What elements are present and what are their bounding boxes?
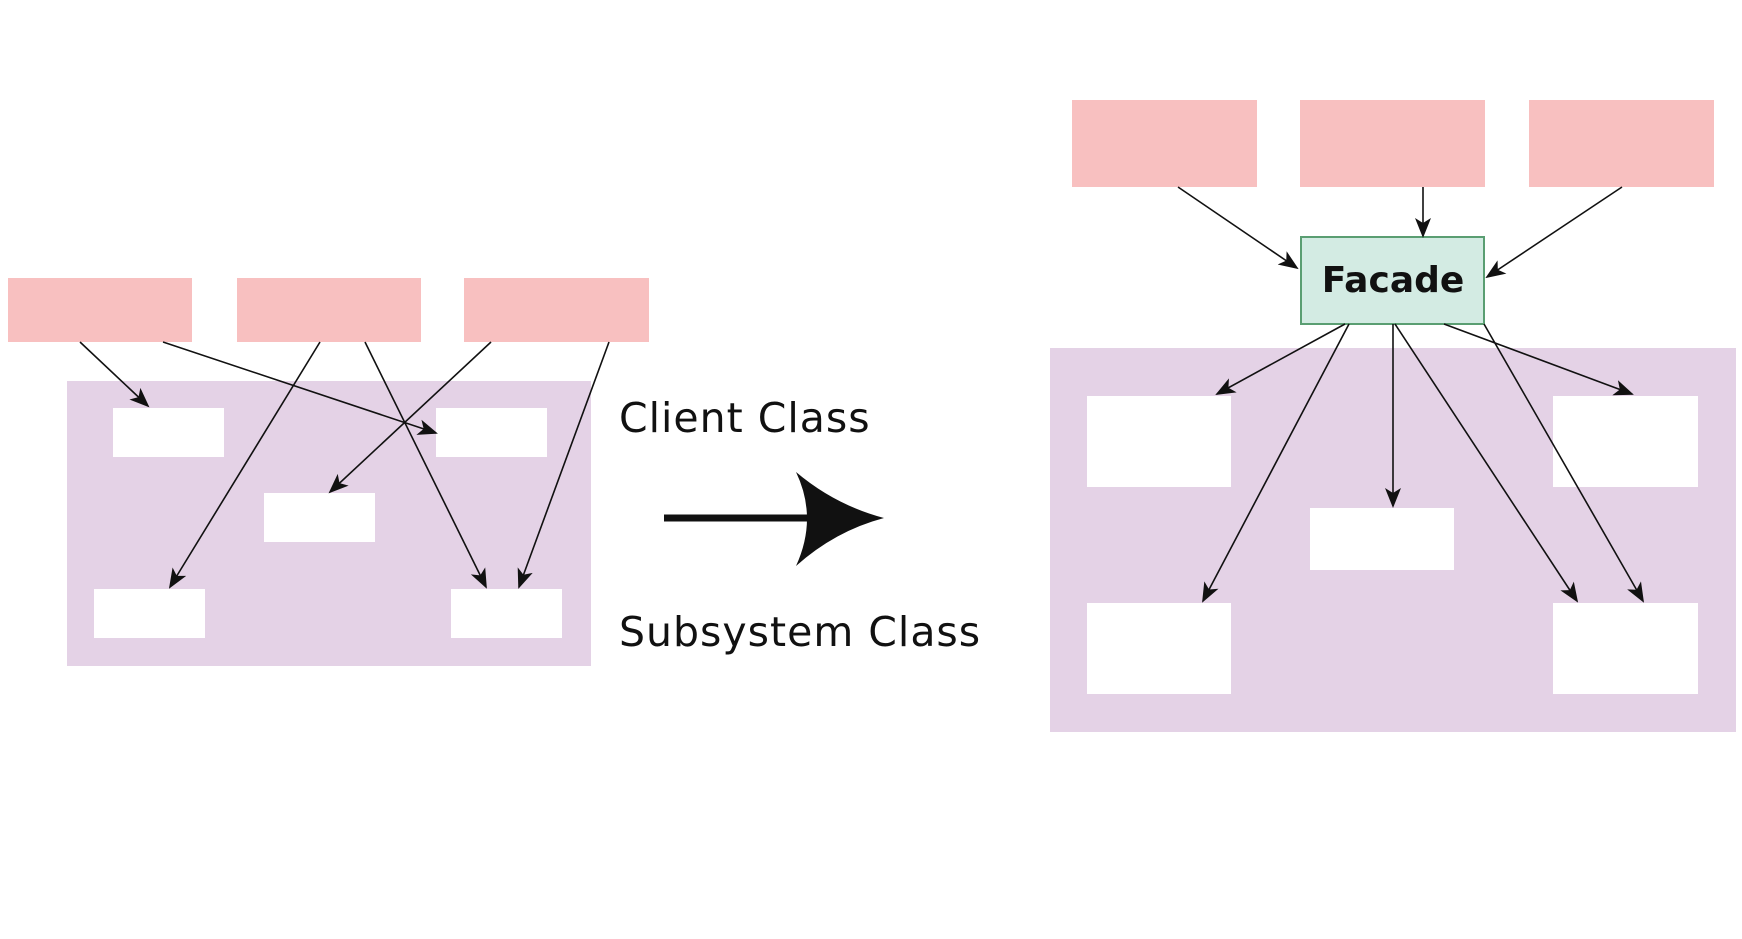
- client-box: [237, 278, 421, 342]
- dependency-arrow: [1177, 186, 1299, 270]
- before-diagram: [8, 278, 649, 666]
- subsystem-class-box: [264, 493, 375, 542]
- facade-box: [1300, 236, 1485, 325]
- subsystem-class-box: [1310, 508, 1454, 570]
- dependency-arrow: [1443, 323, 1634, 396]
- dependency-arrow: [517, 341, 610, 589]
- client-box: [1072, 100, 1257, 187]
- dependency-arrow: [79, 341, 150, 408]
- client-box: [464, 278, 649, 342]
- dependency-arrow: [328, 341, 492, 494]
- transition-arrow: [664, 472, 884, 566]
- arrow-head-icon: [796, 472, 884, 566]
- subsystem-class-box: [1087, 396, 1231, 487]
- client-class-label: Client Class: [619, 394, 871, 442]
- client-box: [1529, 100, 1714, 187]
- after-diagram: Facade: [1050, 100, 1736, 732]
- dependency-arrow: [1485, 186, 1623, 279]
- facade-label: Facade: [1322, 260, 1465, 301]
- dependency-arrow: [1202, 323, 1350, 603]
- subsystem-class-box: [1087, 603, 1231, 694]
- subsystem-class-box: [436, 408, 547, 457]
- subsystem-class-box: [451, 589, 562, 638]
- dependency-arrow: [364, 341, 487, 589]
- subsystem-class-box: [113, 408, 224, 457]
- dependency-arrow: [1483, 323, 1644, 603]
- dependency-arrow: [1215, 323, 1346, 395]
- subsystem-class-box: [94, 589, 205, 638]
- subsystem-class-box: [1553, 603, 1698, 694]
- subsystem-class-box: [1553, 396, 1698, 487]
- client-box: [8, 278, 192, 342]
- dependency-arrow: [1394, 323, 1579, 603]
- dependency-arrow: [168, 341, 321, 589]
- subsystem-class-label: Subsystem Class: [619, 608, 981, 656]
- dependency-arrow: [162, 341, 438, 435]
- client-box: [1300, 100, 1485, 187]
